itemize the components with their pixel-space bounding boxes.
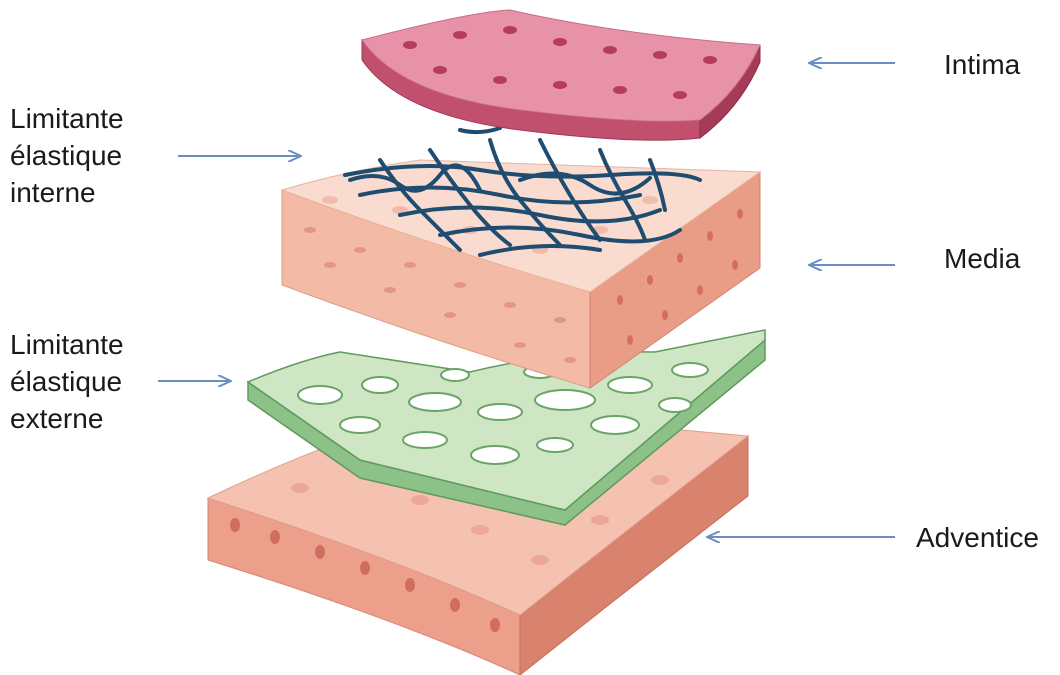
label-internal-line-2: élastique: [10, 137, 124, 174]
label-external-line-1: Limitante: [10, 326, 124, 363]
label-external-elastic-lamina: Limitante élastique externe: [10, 326, 124, 437]
label-internal-line-3: interne: [10, 174, 124, 211]
label-internal-elastic-lamina: Limitante élastique interne: [10, 100, 124, 211]
label-external-line-3: externe: [10, 400, 124, 437]
label-media: Media: [944, 240, 1020, 277]
label-adventice: Adventice: [916, 519, 1039, 556]
label-external-line-2: élastique: [10, 363, 124, 400]
label-internal-line-1: Limitante: [10, 100, 124, 137]
label-intima: Intima: [944, 46, 1020, 83]
intima-layer: [362, 10, 760, 140]
